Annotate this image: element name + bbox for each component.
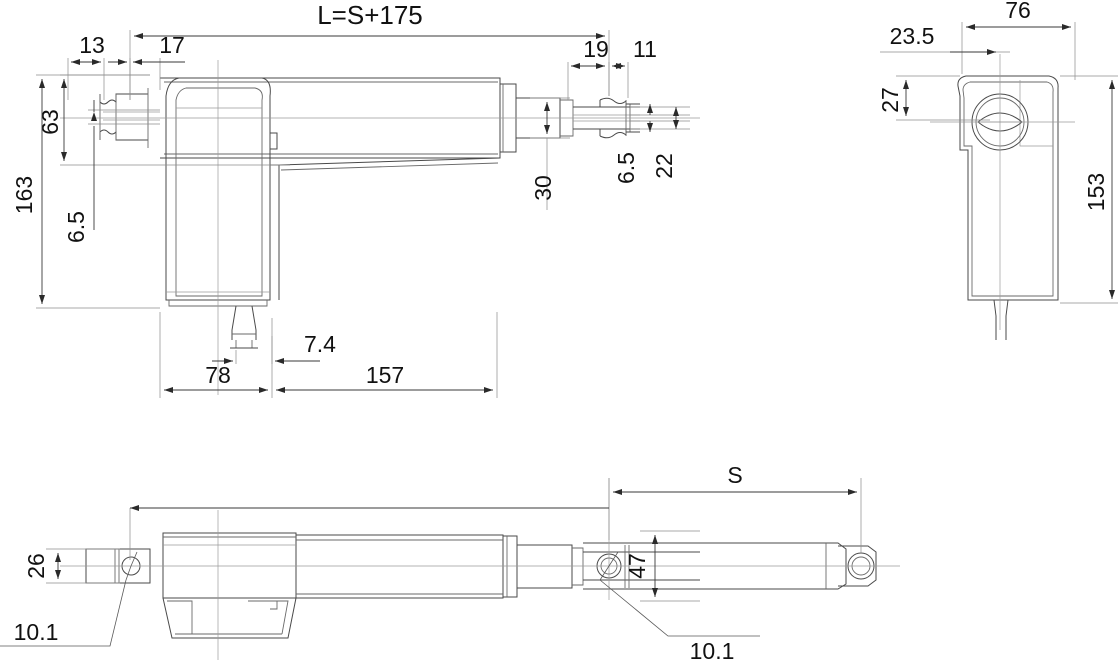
dim-13: 13 (79, 32, 105, 58)
dim-stroke: S (727, 462, 742, 488)
dim-153: 153 (1083, 173, 1109, 211)
dim-23p5: 23.5 (890, 23, 935, 49)
dim-7p4: 7.4 (304, 331, 336, 357)
dim-157: 157 (366, 362, 404, 388)
dim-47: 47 (624, 553, 650, 579)
dim-overall-length: L=S+175 (317, 0, 423, 30)
side-elevation-geometry (60, 60, 700, 395)
dim-17: 17 (159, 32, 185, 58)
dim-26: 26 (23, 553, 49, 579)
dim-6p5-left: 6.5 (63, 211, 89, 243)
dim-63: 63 (37, 109, 63, 135)
dim-27: 27 (877, 87, 903, 113)
dim-76: 76 (1005, 0, 1031, 23)
side-view-dimensions: L=S+175 13 17 63 163 6.5 78 (11, 0, 690, 398)
dim-6p5-right: 6.5 (613, 152, 639, 184)
dim-78: 78 (205, 362, 231, 388)
dim-30: 30 (530, 175, 556, 201)
dim-10p1-right: 10.1 (690, 638, 735, 664)
dim-19: 19 (583, 36, 609, 62)
plan-view-dimensions: 26 10.1 47 10.1 S (0, 462, 862, 664)
end-elevation-geometry (930, 54, 1075, 340)
dim-22: 22 (651, 153, 677, 179)
end-view-dimensions: 76 23.5 27 153 (877, 0, 1118, 304)
dim-163: 163 (11, 176, 37, 214)
dim-11: 11 (633, 36, 657, 62)
plan-view-geometry (60, 478, 900, 660)
dim-10p1-left: 10.1 (14, 619, 59, 645)
